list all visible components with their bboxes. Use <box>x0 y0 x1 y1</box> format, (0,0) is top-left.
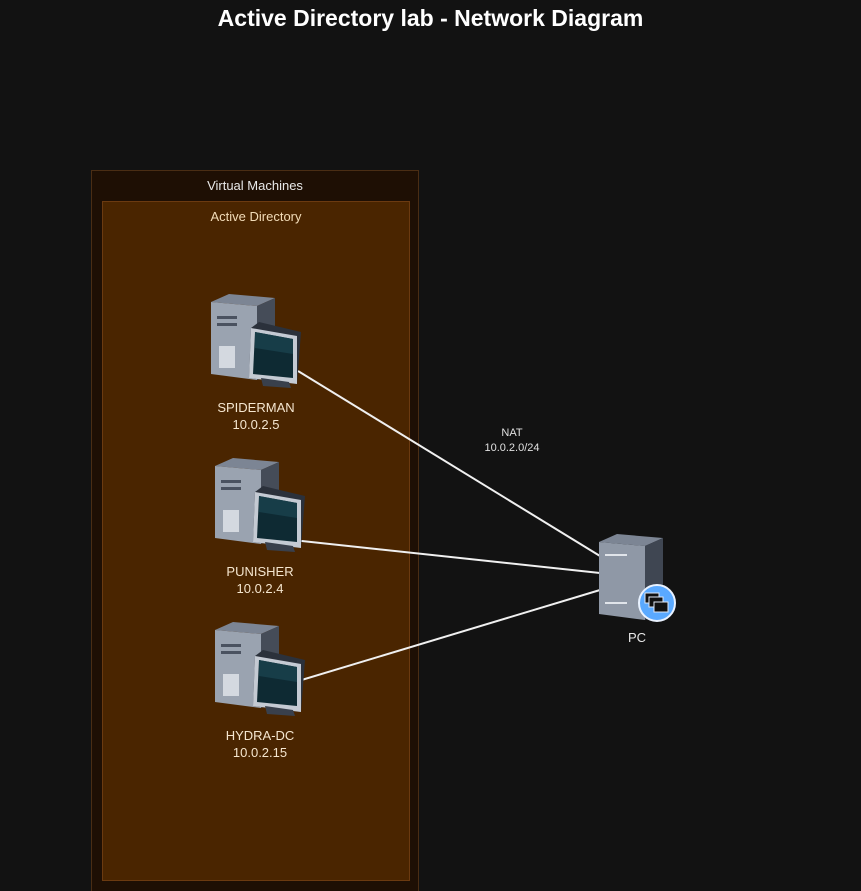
node-ip: 10.0.2.4 <box>236 581 284 596</box>
node-label-hydra-dc: HYDRA-DC 10.0.2.15 <box>190 727 330 761</box>
node-ip: 10.0.2.5 <box>232 417 280 432</box>
link-hydra-pc <box>274 589 601 689</box>
windows-badge-icon <box>638 584 676 622</box>
workstation-icon-spiderman <box>211 294 301 388</box>
virtual-machines-label: Virtual Machines <box>207 178 303 193</box>
diagram-title: Active Directory lab - Network Diagram <box>217 5 644 31</box>
pc-label: PC <box>627 630 647 645</box>
active-directory-label: Active Directory <box>210 209 302 224</box>
link-punisher-pc <box>273 537 601 574</box>
nat-link-label: NAT 10.0.2.0/24 <box>462 426 562 456</box>
workstation-icon-punisher <box>215 458 305 552</box>
node-name: PUNISHER <box>226 564 294 579</box>
nat-name: NAT <box>501 427 523 439</box>
node-name: SPIDERMAN <box>217 400 295 415</box>
workstation-icon-hydra-dc <box>215 622 305 716</box>
node-ip: 10.0.2.15 <box>232 745 288 760</box>
link-spiderman-pc <box>297 370 601 557</box>
nat-subnet: 10.0.2.0/24 <box>484 442 540 454</box>
node-label-punisher: PUNISHER 10.0.2.4 <box>190 563 330 597</box>
server-tower-icon <box>599 534 663 620</box>
node-name: HYDRA-DC <box>225 728 295 743</box>
node-label-spiderman: SPIDERMAN 10.0.2.5 <box>186 399 326 433</box>
